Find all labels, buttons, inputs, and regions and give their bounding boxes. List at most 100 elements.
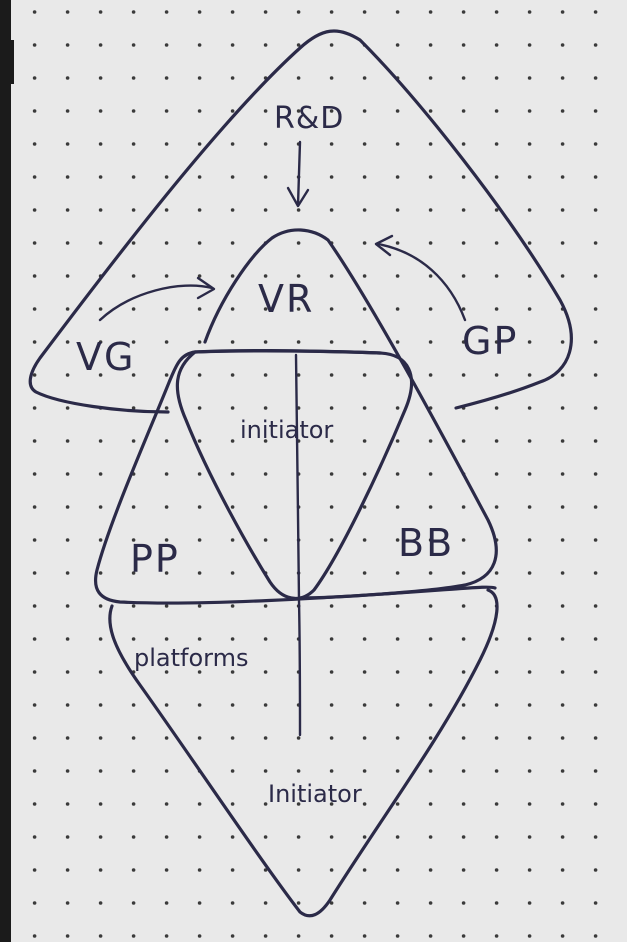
grid-dot (164, 439, 169, 443)
grid-dot (494, 670, 499, 674)
grid-dot (263, 703, 268, 707)
grid-dot (461, 340, 466, 344)
grid-dot (164, 208, 169, 212)
grid-dot (98, 571, 103, 575)
grid-dot (395, 703, 400, 707)
grid-dot (164, 274, 169, 278)
grid-dot (593, 439, 598, 443)
grid-dot (329, 76, 334, 80)
grid-dot (98, 736, 103, 740)
grid-dot (197, 934, 202, 938)
grid-dot (428, 10, 433, 14)
grid-dot (461, 637, 466, 641)
grid-dot (98, 472, 103, 476)
grid-dot (428, 274, 433, 278)
grid-dot (230, 736, 235, 740)
grid-dot (131, 571, 136, 575)
grid-dot (32, 109, 37, 113)
grid-dot (98, 637, 103, 641)
grid-dot (131, 109, 136, 113)
grid-dot (461, 109, 466, 113)
grid-dot (230, 670, 235, 674)
grid-dot (230, 307, 235, 311)
grid-dot (395, 835, 400, 839)
grid-dot (461, 802, 466, 806)
grid-dot (494, 340, 499, 344)
grid-dot (560, 538, 565, 542)
grid-dot (263, 802, 268, 806)
grid-dot (32, 703, 37, 707)
grid-dot (362, 109, 367, 113)
grid-dot (593, 373, 598, 377)
grid-dot (131, 538, 136, 542)
grid-dot (362, 901, 367, 905)
grid-dot (329, 769, 334, 773)
grid-dot (593, 10, 598, 14)
label-vg: VG (76, 335, 135, 379)
grid-dot (230, 637, 235, 641)
grid-dot (527, 934, 532, 938)
grid-dot (98, 670, 103, 674)
grid-dot (98, 901, 103, 905)
grid-dot (527, 901, 532, 905)
grid-dot (362, 571, 367, 575)
grid-dot (494, 769, 499, 773)
arrow-gp-to-vr-head (374, 234, 394, 257)
grid-dot (461, 373, 466, 377)
grid-dot (131, 604, 136, 608)
grid-dot (65, 472, 70, 476)
grid-dot (296, 373, 301, 377)
grid-dot (494, 307, 499, 311)
grid-dot (395, 538, 400, 542)
grid-dot (593, 208, 598, 212)
grid-dot (98, 76, 103, 80)
grid-dot (527, 340, 532, 344)
grid-dot (98, 175, 103, 179)
grid-dot (164, 175, 169, 179)
grid-dot (164, 241, 169, 245)
grid-dot (131, 769, 136, 773)
grid-dot (197, 439, 202, 443)
label-rd: R&D (274, 101, 344, 136)
grid-dot (32, 142, 37, 146)
grid-dot (197, 901, 202, 905)
grid-dot (527, 637, 532, 641)
grid-dot (428, 670, 433, 674)
grid-dot (197, 670, 202, 674)
grid-dot (230, 934, 235, 938)
grid-dot (164, 604, 169, 608)
grid-dot (197, 307, 202, 311)
grid-dot (329, 142, 334, 146)
grid-dot (164, 142, 169, 146)
grid-dot (329, 406, 334, 410)
grid-dot (428, 703, 433, 707)
grid-dot (593, 868, 598, 872)
grid-dot (197, 109, 202, 113)
grid-dot (560, 901, 565, 905)
grid-dot (395, 736, 400, 740)
grid-dot (329, 43, 334, 47)
grid-dot (131, 703, 136, 707)
grid-dot (593, 736, 598, 740)
label-bb: BB (398, 521, 454, 565)
grid-dot (395, 10, 400, 14)
grid-dot (527, 868, 532, 872)
grid-dot (263, 439, 268, 443)
grid-dot (560, 769, 565, 773)
grid-dot (494, 472, 499, 476)
initiator-inner-triangle (175, 349, 414, 600)
grid-dot (593, 109, 598, 113)
grid-dot (197, 835, 202, 839)
grid-dot (65, 868, 70, 872)
grid-dot (362, 340, 367, 344)
grid-dot (32, 769, 37, 773)
grid-dot (560, 505, 565, 509)
grid-dot (32, 439, 37, 443)
grid-dot (230, 604, 235, 608)
grid-dot (461, 10, 466, 14)
grid-dot (329, 934, 334, 938)
grid-dot (65, 934, 70, 938)
grid-dot (362, 307, 367, 311)
left-page-shadow (0, 0, 11, 942)
grid-dot (560, 868, 565, 872)
